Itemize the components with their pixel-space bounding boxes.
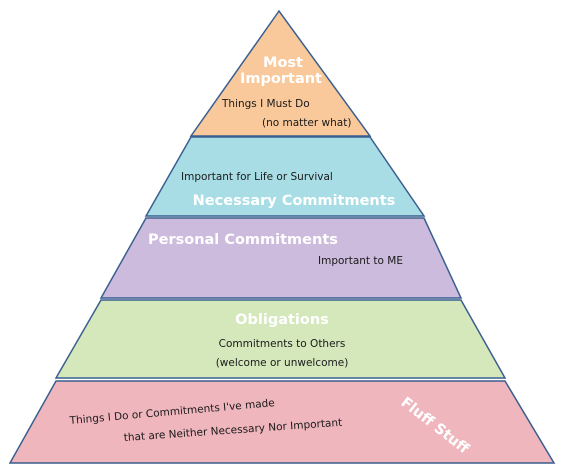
tier-obligations-text-line1: Commitments to Others [219,338,346,350]
tier-most-important-heading-line2: Important [240,71,322,87]
tier-necessary-commitments [144,136,426,217]
tier-personal-heading: Personal Commitments [148,232,338,248]
tier-most-important-text-line1: Things I Must Do [221,98,310,110]
tier-personal-text-line1: Important to ME [318,255,403,267]
tier-necessary-text-line1: Important for Life or Survival [181,171,333,183]
tier-most-important [189,9,372,137]
tier-necessary-heading: Necessary Commitments [193,193,396,209]
tier-obligations [54,299,507,379]
tier-personal-commitments [99,217,463,299]
tier-most-important-heading-line1: Most [263,55,303,71]
tier-obligations-heading: Obligations [235,312,329,328]
tier-fluff-stuff [8,380,556,464]
tier-most-important-text-line2: (no matter what) [262,117,351,129]
tier-obligations-text-line2: (welcome or unwelcome) [216,357,349,369]
